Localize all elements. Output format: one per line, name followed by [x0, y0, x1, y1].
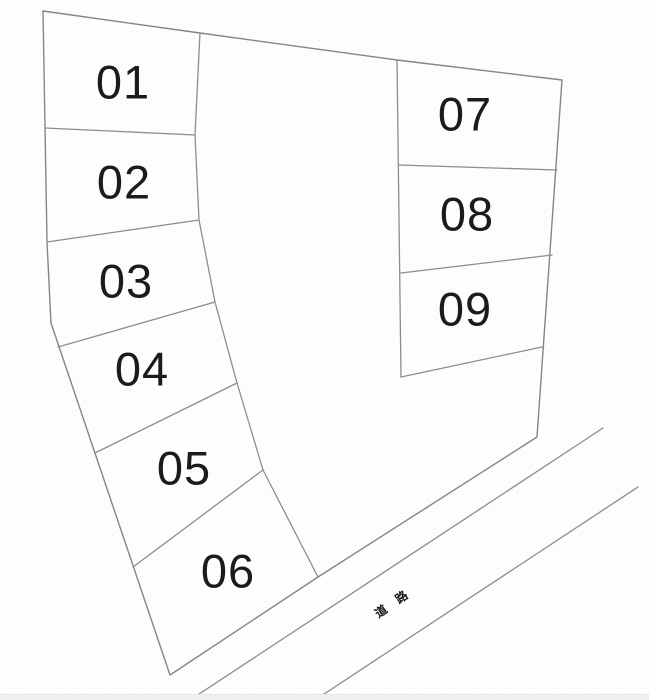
- divider-lot05-lot06: [132, 469, 264, 568]
- plot-label-01: 01: [95, 55, 151, 109]
- plot-label-08: 08: [439, 187, 495, 241]
- road-upper-edge: [189, 427, 604, 700]
- divider-lot02-lot03: [46, 219, 200, 243]
- plot-label-04: 04: [114, 342, 170, 396]
- divider-lot04-lot05: [94, 382, 238, 454]
- plot-label-07: 07: [437, 87, 493, 141]
- right-column-bottom-edge: [400, 346, 543, 378]
- plot-label-06: 06: [200, 544, 256, 598]
- plot-label-02: 02: [96, 155, 152, 209]
- plot-label-03: 03: [98, 254, 154, 308]
- divider-lot03-lot04: [57, 301, 216, 348]
- divider-lot01-lot02: [44, 127, 196, 136]
- plot-label-05: 05: [156, 441, 212, 495]
- left-column-right-edge: [194, 32, 319, 578]
- divider-lot07-lot08: [398, 164, 558, 171]
- divider-lot08-lot09: [400, 254, 553, 274]
- parcel-boundary: [42, 10, 563, 676]
- road-lower-edge: [314, 486, 639, 700]
- right-column-left-edge: [396, 59, 402, 378]
- plot-label-09: 09: [437, 282, 493, 336]
- bottom-strip: [0, 694, 649, 700]
